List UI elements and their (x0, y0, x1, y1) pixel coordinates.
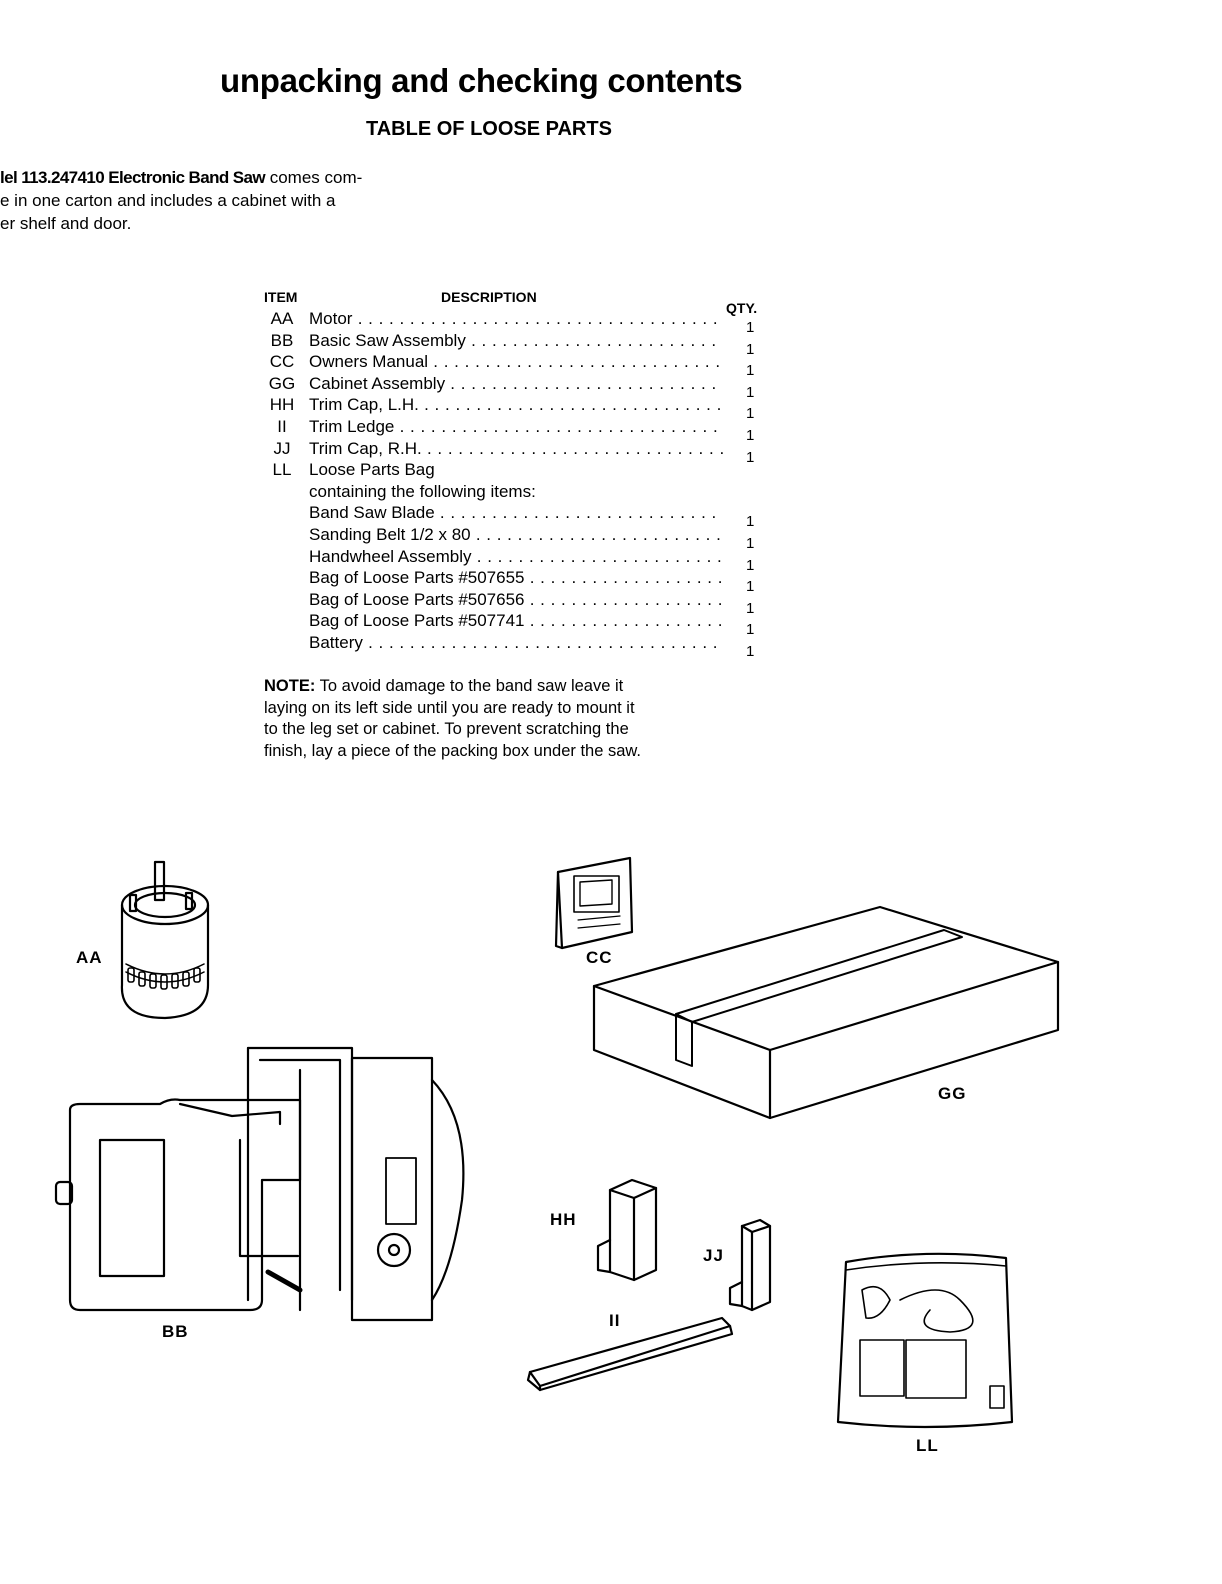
item-qty: 1 (746, 513, 755, 531)
item-qty: 1 (746, 578, 755, 596)
table-row: Bag of Loose Parts #507655 1 (262, 567, 782, 595)
motor-illustration (120, 860, 210, 1020)
item-qty: 1 (746, 448, 755, 466)
item-description: Trim Ledge (309, 416, 723, 438)
cabinet-box-illustration (592, 905, 1060, 1120)
label-bb: BB (162, 1322, 189, 1341)
intro-line-1-rest: comes com- (264, 168, 363, 187)
item-code: II (277, 416, 287, 436)
item-code: AA (270, 309, 294, 328)
label-ll: LL (916, 1436, 939, 1455)
table-row: AA Motor 1 (262, 308, 782, 336)
item-code: CC (269, 352, 295, 372)
item-description: Trim Cap, R.H. (309, 438, 723, 460)
item-description: Band Saw Blade (309, 502, 723, 524)
table-row: LL Loose Parts Bag (262, 459, 782, 481)
item-description: Basic Saw Assembly (309, 330, 723, 352)
item-qty: 1 (746, 599, 755, 617)
item-qty: 1 (746, 362, 755, 380)
item-qty: 1 (746, 556, 755, 574)
saw-assembly-illustration (54, 1046, 465, 1322)
item-code: JJ (273, 438, 291, 458)
item-description: Cabinet Assembly (309, 373, 723, 395)
trim-cap-rh-illustration (728, 1218, 772, 1312)
column-header-description: DESCRIPTION (441, 289, 537, 305)
table-row: CC Owners Manual 1 (262, 351, 782, 379)
section-title: TABLE OF LOOSE PARTS (366, 118, 612, 140)
item-code: HH (269, 395, 295, 415)
label-aa: AA (76, 948, 103, 967)
item-description: Bag of Loose Parts #507741 (309, 610, 723, 632)
table-row: Bag of Loose Parts #507656 1 (262, 589, 782, 617)
note-paragraph: NOTE: To avoid damage to the band saw le… (264, 676, 778, 762)
item-qty: 1 (746, 319, 755, 336)
item-description: Bag of Loose Parts #507655 (309, 567, 723, 589)
trim-ledge-illustration (526, 1316, 734, 1392)
item-qty: 1 (746, 642, 755, 660)
item-description: Trim Cap, L.H. (309, 394, 723, 416)
label-gg: GG (938, 1084, 967, 1103)
table-row: HH Trim Cap, L.H. 1 (262, 394, 782, 422)
trim-cap-lh-illustration (596, 1178, 658, 1282)
table-row: Sanding Belt 1/2 x 80 1 (262, 524, 782, 552)
table-row: BB Basic Saw Assembly 1 (262, 330, 782, 358)
intro-paragraph: lel 113.247410 Electronic Band Saw comes… (0, 166, 480, 235)
parts-table: AA Motor 1 BB Basic Saw Assembly 1 CC Owners … (262, 308, 782, 660)
label-jj: JJ (703, 1246, 724, 1265)
column-header-item: ITEM (264, 289, 298, 305)
item-description: Bag of Loose Parts #507656 (309, 589, 723, 611)
item-description: Handwheel Assembly (309, 546, 723, 568)
label-cc: CC (586, 948, 613, 967)
label-hh: HH (550, 1210, 577, 1229)
table-row: Battery 1 (262, 632, 782, 660)
note-line-4: finish, lay a piece of the packing box u… (264, 741, 641, 760)
note-line-3: to the leg set or cabinet. To prevent sc… (264, 720, 629, 738)
table-row: Bag of Loose Parts #507741 1 (262, 610, 782, 638)
item-qty: 1 (746, 426, 755, 444)
item-description: Battery (309, 632, 723, 654)
item-description: Motor (309, 308, 723, 330)
item-qty: 1 (746, 534, 755, 552)
note-line-2: laying on its left side until you are re… (264, 698, 635, 717)
model-name: lel 113.247410 Electronic Band Saw (0, 168, 266, 187)
table-row: JJ Trim Cap, R.H. 1 (262, 438, 782, 466)
label-ii: II (609, 1311, 621, 1330)
item-description: Loose Parts Bag (309, 460, 435, 480)
item-description: containing the following items: (309, 481, 536, 501)
intro-line-2: e in one carton and includes a cabinet w… (0, 191, 336, 210)
owners-manual-illustration (554, 856, 634, 950)
table-row: containing the following items: (262, 481, 782, 503)
item-code: BB (270, 330, 294, 350)
table-row: Band Saw Blade 1 (262, 502, 782, 530)
loose-parts-bag-illustration (836, 1252, 1014, 1429)
item-qty: 1 (746, 340, 755, 358)
note-label: NOTE: (264, 677, 316, 695)
item-description: Owners Manual (309, 351, 723, 373)
table-row: II Trim Ledge 1 (262, 416, 782, 444)
page-title: unpacking and checking contents (220, 62, 743, 99)
item-code: LL (272, 460, 292, 480)
table-row: Handwheel Assembly 1 (262, 546, 782, 574)
table-row: GG Cabinet Assembly 1 (262, 373, 782, 401)
item-qty: 1 (746, 383, 755, 401)
intro-line-1: lel 113.247410 Electronic Band Saw comes… (0, 166, 480, 189)
note-line-1-text: To avoid damage to the band saw leave it (315, 677, 624, 695)
note-line-1: NOTE: To avoid damage to the band saw le… (264, 676, 778, 698)
intro-line-3: er shelf and door. (0, 214, 132, 233)
column-header-qty: QTY. (726, 300, 758, 316)
item-description: Sanding Belt 1/2 x 80 (309, 524, 723, 546)
item-code: GG (268, 373, 296, 393)
item-qty: 1 (746, 621, 755, 639)
item-qty: 1 (746, 405, 755, 423)
